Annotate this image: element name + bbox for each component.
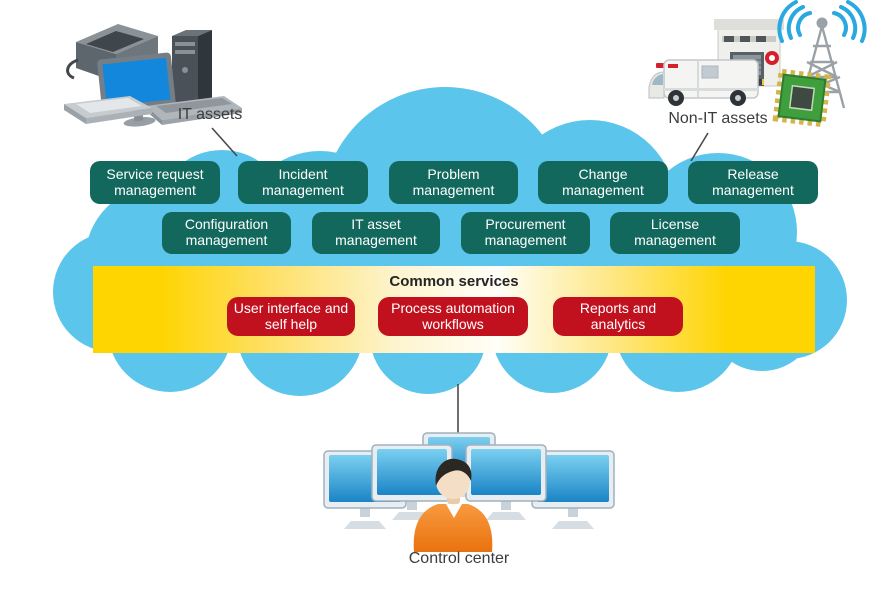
control-center-illustration [323,432,615,552]
common-services-title: Common services [389,273,519,290]
it-assets-illustration [64,24,242,127]
module-procurement-management: Procurement management [461,212,590,254]
module-incident-management: Incident management [238,161,368,204]
service-user-interface-self-help: User interface and self help [227,297,355,336]
it-assets-label: IT assets [177,106,243,123]
connector-line-it-assets [211,127,238,157]
signal-waves-icon [777,0,867,43]
module-problem-management: Problem management [389,161,518,204]
module-change-management: Change management [538,161,668,204]
module-service-request-management: Service request management [90,161,220,204]
connector-line-non-it-assets [690,132,709,162]
monitor-icon [371,444,453,520]
keyboard-icon [146,96,242,125]
monitor-icon [465,444,547,520]
control-center-label: Control center [408,550,510,567]
module-it-asset-management: IT asset management [312,212,440,254]
non-it-assets-illustration [648,0,867,128]
non-it-assets-label: Non-IT assets [668,110,768,127]
common-services-band: Common services User interface and self … [93,266,815,353]
monitor-icon [531,450,615,529]
module-configuration-management: Configuration management [162,212,291,254]
scanner-icon [64,96,152,124]
service-reports-analytics: Reports and analytics [553,297,683,336]
ambulance-icon [648,59,759,106]
operator-person-icon [413,458,493,552]
module-license-management: License management [610,212,740,254]
module-release-management: Release management [688,161,818,204]
service-process-automation-workflows: Process automation workflows [378,297,528,336]
microchip-icon [772,68,832,128]
